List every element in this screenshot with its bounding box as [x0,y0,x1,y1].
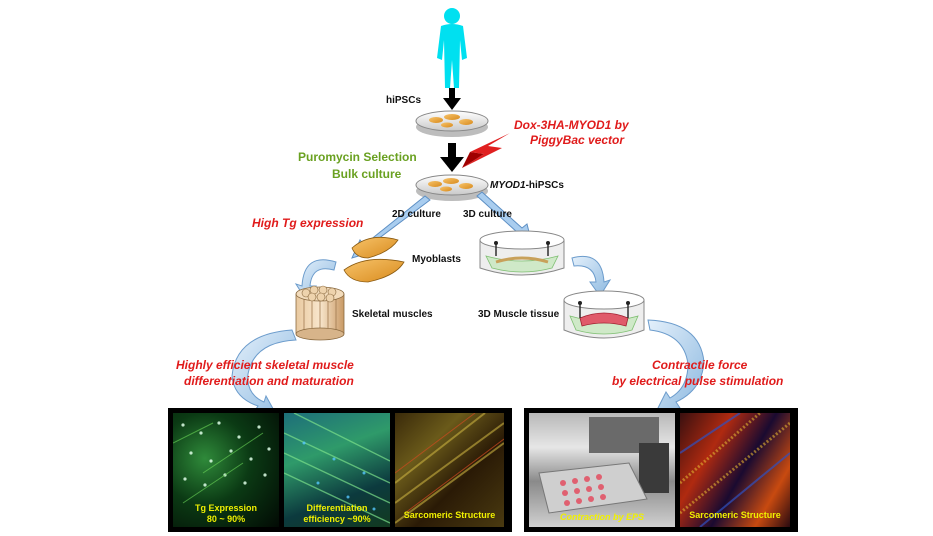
panel-3d-results: Contraction by EPS Sarcomeric Structure [524,408,798,532]
label-bulk-culture: Bulk culture [332,167,402,181]
micrograph-sarcomeric-right: Sarcomeric Structure [680,413,790,527]
eps-device-icon [538,417,669,514]
label-efficient-line1: Highly efficient skeletal muscle [176,358,354,372]
myod1-suffix: -hiPSCs [525,180,564,191]
caption-tg-expression: Tg Expression 80 ~ 90% [173,503,279,525]
caption-eps-line1: Contraction by EPS [559,512,644,522]
sarcomere-striations-right-icon [680,413,790,527]
caption-tg-line1: Tg Expression [194,503,257,513]
caption-sarco-right-line1: Sarcomeric Structure [689,510,781,520]
myod1-gene-name: MYOD1 [490,180,526,191]
dish-hipscs-icon [415,110,489,137]
caption-tg-line2: 80 ~ 90% [206,514,246,524]
sarcomere-striations-left-icon [395,413,504,524]
label-myod1-hipscs: MYOD1-hiPSCs [490,180,564,191]
panel-2d-results: Tg Expression 80 ~ 90% Differentiation e… [168,408,512,532]
lightning-bolt-icon [462,133,510,168]
tg-expression-nuclei-icon [173,421,271,504]
label-puromycin-selection: Puromycin Selection [298,150,417,164]
caption-contraction-eps: Contraction by EPS [529,512,675,523]
label-dox-vector-line1: Dox-3HA-MYOD1 by [514,118,629,132]
curved-arrow-3d-icon [571,256,612,297]
caption-sarco-left-line1: Sarcomeric Structure [403,510,496,520]
caption-diff-line1: Differentiation [306,503,368,513]
label-skeletal-muscles: Skeletal muscles [352,309,433,320]
down-arrow-1-icon [443,88,461,110]
label-3d-culture: 3D culture [463,209,512,220]
skeletal-muscle-bundle-icon [295,285,345,341]
culture-3d-dish-icon [479,230,565,276]
label-myoblasts: Myoblasts [412,254,461,265]
label-hipscs: hiPSCs [386,95,422,106]
label-dox-vector-line2: PiggyBac vector [530,133,625,147]
label-contractile-line2: by electrical pulse stimulation [612,374,784,388]
micrograph-tg-expression: Tg Expression 80 ~ 90% [173,413,279,527]
caption-differentiation: Differentiation efficiency ~90% [284,503,390,525]
caption-diff-line2: efficiency ~90% [303,514,371,524]
caption-sarcomeric-left: Sarcomeric Structure [395,510,504,521]
differentiation-fibers-icon [284,413,390,524]
caption-sarcomeric-right: Sarcomeric Structure [680,510,790,521]
label-2d-culture: 2D culture [392,209,441,220]
down-arrow-2-icon [440,143,464,172]
muscle-tissue-3d-dish-icon [563,290,645,339]
human-figure-icon [437,8,467,88]
label-high-tg-expression: High Tg expression [252,216,364,230]
big-curved-arrow-left-icon [231,329,297,415]
label-contractile-line1: Contractile force [652,358,748,372]
label-3d-muscle-tissue: 3D Muscle tissue [478,309,560,320]
photo-contraction-eps: Contraction by EPS [529,413,675,527]
micrograph-sarcomeric-left: Sarcomeric Structure [395,413,504,527]
label-efficient-line2: differentiation and maturation [184,374,354,388]
micrograph-differentiation: Differentiation efficiency ~90% [284,413,390,527]
myoblast-cells-icon [343,236,405,283]
dish-myod1-icon [415,174,489,201]
